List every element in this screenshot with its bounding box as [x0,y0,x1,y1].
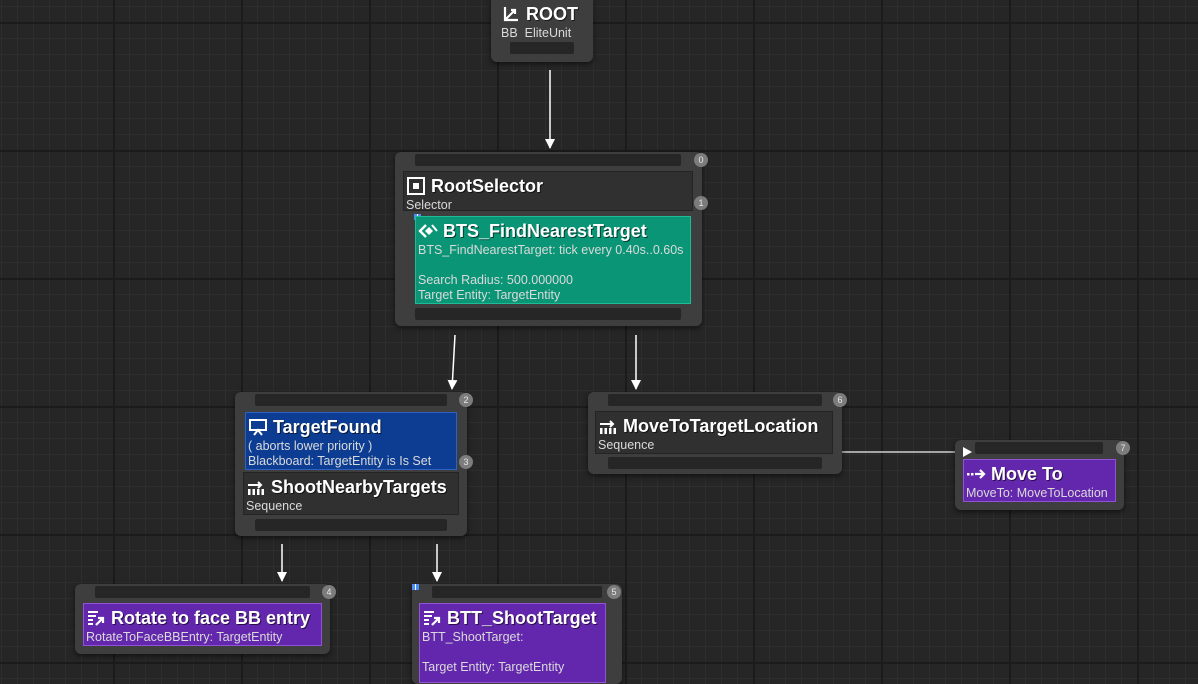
shoot-target-task-node[interactable]: 5 BTT_ShootTarget BTT_ShootTarget: Targe… [412,584,622,684]
composite-type: Sequence [246,499,303,513]
move-to-index-badge: 7 [1116,441,1130,455]
shoot-target-input-pin[interactable] [432,586,602,598]
service-search-radius: Search Radius: 500.000000 [418,273,573,287]
blackboard-icon [249,419,267,436]
composite-title: ShootNearbyTargets [271,476,447,497]
rotate-to-face-index-badge: 4 [322,585,336,599]
sequence-icon [600,420,616,434]
root-header: ROOT BB_EliteUnit [499,0,585,39]
shoot-target-description: BTT_ShootTarget: [422,630,524,644]
rotate-to-face-input-pin[interactable] [95,586,310,598]
shoot-nearby-input-pin[interactable] [255,394,447,406]
decorator-target-found[interactable]: TargetFound ( aborts lower priority ) Bl… [245,412,457,470]
root-selector-node[interactable]: 0 RootSelector Selector 1 BTS_FindNeares… [395,152,708,326]
composite-index-badge: 3 [459,455,473,469]
root-selector-title: RootSelector [431,175,544,196]
move-to-target-location-title: MoveToTargetLocation [623,415,819,436]
active-execution-arrow-icon [963,447,972,457]
shoot-nearby-targets-header: ShootNearbyTargets Sequence [243,472,459,515]
move-to-input-pin[interactable] [975,442,1103,454]
move-to-description: MoveTo: MoveToLocation [966,486,1108,500]
service-target-entity: Target Entity: TargetEntity [418,288,561,302]
root-selector-type: Selector [406,198,452,211]
breakpoint-marker-icon [412,584,419,590]
shoot-target-title: BTT_ShootTarget [447,607,597,628]
move-to-target-location-node[interactable]: 6 MoveToTargetLocation Sequence [588,392,847,474]
execution-index-badge: 0 [694,153,708,167]
rotate-to-face-title: Rotate to face BB entry [111,607,311,628]
root-blackboard-label: BB_EliteUnit [501,26,572,38]
shoot-nearby-targets-node[interactable]: 2 TargetFound ( aborts lower priority ) … [235,392,473,536]
move-to-target-location-index-badge: 6 [833,393,847,407]
rotate-to-face-task-node[interactable]: 4 Rotate to face BB entry RotateToFaceBB… [75,584,336,654]
root-output-pin[interactable] [510,42,574,54]
root-icon [503,7,518,22]
service-tick-interval: BTS_FindNearestTarget: tick every 0.40s.… [418,243,684,257]
root-selector-header: RootSelector Selector [403,171,693,211]
service-icon [418,224,438,238]
service-bts-find-nearest-target[interactable]: BTS_FindNearestTarget BTS_FindNearestTar… [415,216,691,304]
decorator-index-badge: 2 [459,393,473,407]
task-icon [424,611,441,626]
shoot-target-index-badge: 5 [607,585,621,599]
rotate-to-face-header: Rotate to face BB entry RotateToFaceBBEn… [83,603,322,646]
move-to-task-node[interactable]: 7 Move To MoveTo: MoveToLocation [955,440,1130,510]
move-to-icon [967,469,986,479]
move-to-title: Move To [991,463,1063,484]
move-to-header: Move To MoveTo: MoveToLocation [963,459,1116,502]
shoot-target-entity: Target Entity: TargetEntity [422,660,565,674]
root-selector-output-pin[interactable] [415,308,681,320]
decorator-blackboard-condition: Blackboard: TargetEntity is Is Set [248,454,432,468]
wire-rootselector-to-targetfound [447,334,458,390]
selector-icon [407,177,425,195]
decorator-title: TargetFound [273,416,382,437]
move-to-target-location-type: Sequence [598,438,655,452]
move-to-target-location-input-pin[interactable] [608,394,822,406]
service-title: BTS_FindNearestTarget [443,220,647,241]
shoot-target-header: BTT_ShootTarget BTT_ShootTarget: Target … [419,603,606,683]
root-selector-input-pin[interactable] [415,154,681,166]
task-icon [88,611,105,626]
rotate-to-face-description: RotateToFaceBBEntry: TargetEntity [86,630,283,644]
move-to-target-location-output-pin[interactable] [608,457,822,469]
decorator-abort-mode: ( aborts lower priority ) [248,439,373,453]
service-index-badge: 1 [694,196,708,210]
root-title: ROOT [526,3,578,24]
sequence-icon [248,481,264,495]
root-node[interactable]: ROOT BB_EliteUnit [491,0,593,62]
move-to-target-location-header: MoveToTargetLocation Sequence [595,411,833,454]
shoot-nearby-output-pin[interactable] [255,519,447,531]
